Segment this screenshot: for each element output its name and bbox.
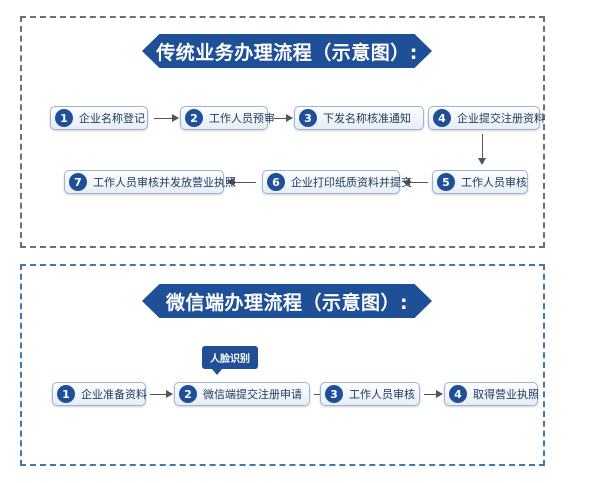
arrow-down [478,134,486,165]
step-label: 工作人员审核 [461,176,527,189]
arrow-right [424,390,443,398]
wechat-process-title: 微信端办理流程（示意图）: [142,284,432,318]
step-number-2: 2 [179,385,197,403]
face-recognition-tag: 人脸识别 [202,346,258,375]
traditional-step-3: 3 下发名称核准通知 [294,106,424,130]
step-number-3: 3 [325,385,343,403]
step-label: 企业打印纸质资料并提交 [291,176,412,189]
traditional-step-6: 6 企业打印纸质资料并提交 [262,170,412,194]
step-number-4: 4 [433,109,451,127]
step-label: 企业提交注册资料 [457,112,545,125]
step-label: 下发名称核准通知 [323,112,411,125]
arrow-left [227,178,256,186]
step-label: 取得营业执照 [473,388,539,401]
step-number-6: 6 [267,173,285,191]
arrow-left [403,178,428,186]
step-number-2: 2 [185,109,203,127]
wechat-process-panel: 微信端办理流程（示意图）: 人脸识别 1 企业准备资料 2 微信端提交注册申请 … [20,264,545,466]
step-number-1: 1 [55,109,73,127]
step-label: 工作人员审核 [349,388,415,401]
traditional-step-7: 7 工作人员审核并发放营业执照 [64,170,236,194]
step-number-3: 3 [299,109,317,127]
step-label: 企业名称登记 [79,112,145,125]
step-number-1: 1 [57,385,75,403]
traditional-step-4: 4 企业提交注册资料 [428,106,545,130]
step-number-7: 7 [69,173,87,191]
traditional-process-panel: 传统业务办理流程（示意图）: 1 企业名称登记 2 工作人员预审 3 下发名称核… [20,16,545,248]
step-label: 工作人员预审 [209,112,275,125]
step-label: 企业准备资料 [81,388,147,401]
arrow-right [154,114,179,122]
traditional-step-5: 5 工作人员审核 [432,170,528,194]
traditional-step-1: 1 企业名称登记 [50,106,148,130]
wechat-step-4: 4 取得营业执照 [444,382,539,406]
step-label: 微信端提交注册申请 [203,388,302,401]
arrow-right [274,114,293,122]
wechat-step-1: 1 企业准备资料 [52,382,147,406]
wechat-step-3: 3 工作人员审核 [320,382,420,406]
step-number-5: 5 [437,173,455,191]
traditional-process-title: 传统业务办理流程（示意图）: [142,34,432,68]
wechat-step-2: 2 微信端提交注册申请 [174,382,310,406]
step-label: 工作人员审核并发放营业执照 [93,176,236,189]
traditional-step-2: 2 工作人员预审 [180,106,275,130]
step-number-4: 4 [449,385,467,403]
arrow-right [150,390,173,398]
